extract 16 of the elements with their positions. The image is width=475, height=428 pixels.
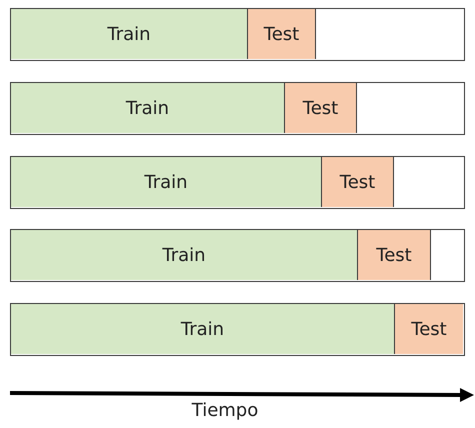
test-segment: Test xyxy=(248,9,316,59)
fold-bar xyxy=(10,156,465,209)
axis-label: Tiempo xyxy=(190,400,260,421)
test-segment: Test xyxy=(322,157,394,207)
test-segment: Test xyxy=(285,83,357,133)
training-segment: Train xyxy=(11,9,248,59)
training-segment: Train xyxy=(11,83,285,133)
fold-bar xyxy=(10,8,465,61)
training-segment: Train xyxy=(11,157,322,207)
fold-bar xyxy=(10,303,465,356)
fold-bar xyxy=(10,82,465,135)
training-segment: Train xyxy=(11,230,358,280)
test-segment: Test xyxy=(395,304,463,354)
training-segment: Train xyxy=(11,304,395,354)
test-segment: Test xyxy=(358,230,431,280)
fold-bar xyxy=(10,229,465,282)
